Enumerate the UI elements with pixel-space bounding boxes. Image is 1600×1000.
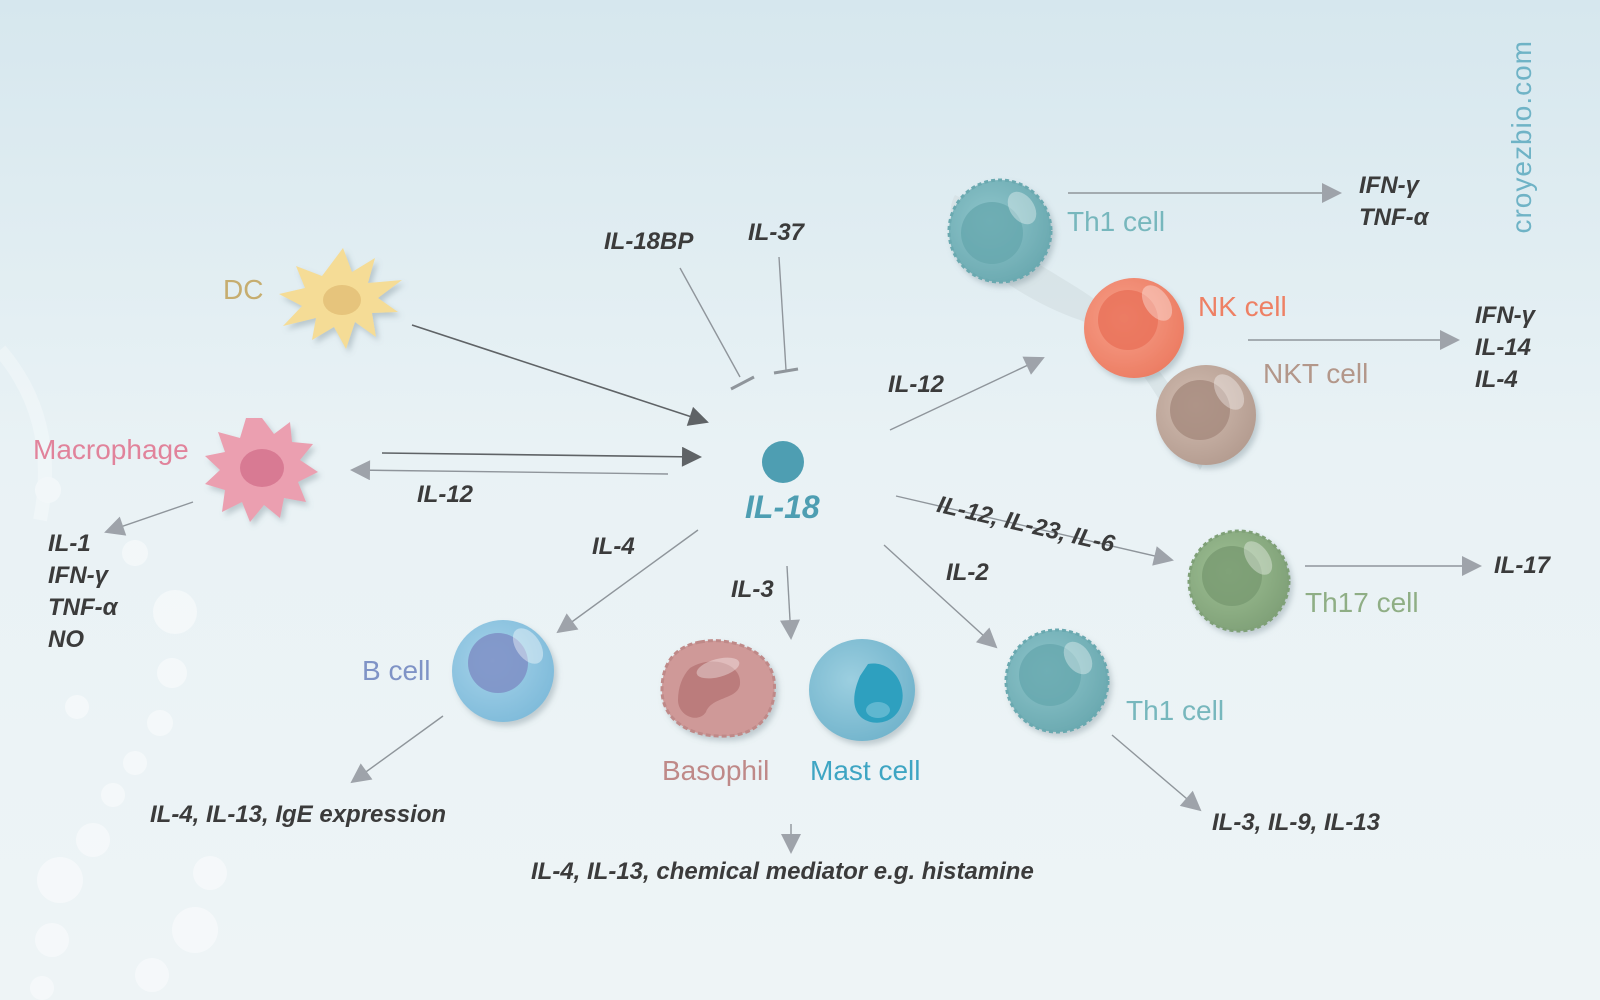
bcell-label: B cell <box>362 655 431 686</box>
macrophage-output-2: IFN-γ <box>48 562 108 589</box>
il37-label: IL-37 <box>748 219 805 246</box>
basophil-label: Basophil <box>662 755 770 786</box>
nk-nkt-output-2: IL-14 <box>1475 334 1532 361</box>
arrow-macrophage-to-outputs <box>104 501 194 536</box>
nkt-label: NKT cell <box>1263 358 1369 389</box>
baso-mast-output: IL-4, IL-13, chemical mediator e.g. hist… <box>531 858 1034 885</box>
il18-label: IL-18 <box>745 489 820 525</box>
baso-il3-label: IL-3 <box>731 576 774 603</box>
macrophage-output-1: IL-1 <box>48 530 91 557</box>
mast-cell-label: Mast cell <box>810 755 921 786</box>
macrophage-label: Macrophage <box>33 434 189 465</box>
il18bp-label: IL-18BP <box>604 228 694 255</box>
il18-molecule-icon <box>762 441 804 483</box>
arrow-il18-to-th1-bottom <box>883 544 998 649</box>
arrow-il18-to-macrophage <box>350 460 669 481</box>
macrophage-output-4: NO <box>48 626 84 653</box>
th1-top-cell-icon <box>947 178 1053 284</box>
arrow-th1-bottom-to-outputs <box>1111 734 1202 812</box>
brand-watermark: croyezbio.com <box>1506 40 1537 234</box>
dc-cell-icon <box>279 248 402 349</box>
macrophage-cell-icon <box>205 418 318 522</box>
th1-top-label: Th1 cell <box>1067 206 1166 237</box>
arrow-dc-to-il18 <box>411 324 709 426</box>
arrow-macrophage-to-il18 <box>381 446 702 467</box>
th1-bottom-label: Th1 cell <box>1126 695 1225 726</box>
arrow-il18-to-nk <box>889 356 1045 431</box>
nk-label: NK cell <box>1198 291 1287 322</box>
th1-bottom-cell-icon <box>1004 628 1110 734</box>
macrophage-il12-label: IL-12 <box>417 481 474 508</box>
th1-top-outputs: IFN-γ TNF-α <box>1359 174 1429 238</box>
nk-nkt-output-1: IFN-γ <box>1475 302 1535 329</box>
mast-cell-icon <box>809 639 915 741</box>
nk-il12-label: IL-12 <box>888 371 945 398</box>
nk-nkt-output-3: IL-4 <box>1475 366 1518 393</box>
th1-top-output-2: TNF-α <box>1359 204 1429 231</box>
th17-label: Th17 cell <box>1305 587 1419 618</box>
nk-nkt-outputs: IFN-γ IL-14 IL-4 <box>1475 304 1535 400</box>
inhibit-il18bp-bar <box>730 375 755 391</box>
th1-il2-label: IL-2 <box>946 559 989 586</box>
nk-cell-icon <box>1084 278 1184 378</box>
arrow-il18-to-bcell <box>556 529 699 634</box>
basophil-cell-icon <box>660 639 776 738</box>
arrow-il18-to-th17 <box>895 495 1174 566</box>
macrophage-outputs: IL-1 IFN-γ TNF-α NO <box>48 532 118 660</box>
th17-cell-icon <box>1187 529 1291 633</box>
arrows <box>381 324 709 467</box>
inhibit-il18bp <box>679 267 741 378</box>
arrow-bcell-to-outputs <box>350 715 444 784</box>
th17-output: IL-17 <box>1494 552 1551 579</box>
macrophage-output-3: TNF-α <box>48 594 118 621</box>
dc-label: DC <box>223 274 264 305</box>
bcell-icon <box>452 620 554 722</box>
inhibit-il37-bar <box>773 367 799 375</box>
arrows-grey <box>104 183 1482 854</box>
th1-top-output-1: IFN-γ <box>1359 172 1419 199</box>
nkt-cell-icon <box>1156 365 1256 465</box>
background-decoration <box>0 345 227 1000</box>
th1-bottom-output: IL-3, IL-9, IL-13 <box>1212 809 1381 836</box>
arrow-il18-to-basophil <box>780 565 800 640</box>
inhibit-il37 <box>778 256 787 371</box>
bcell-output: IL-4, IL-13, IgE expression <box>150 801 447 828</box>
bcell-il4-label: IL-4 <box>592 533 635 560</box>
